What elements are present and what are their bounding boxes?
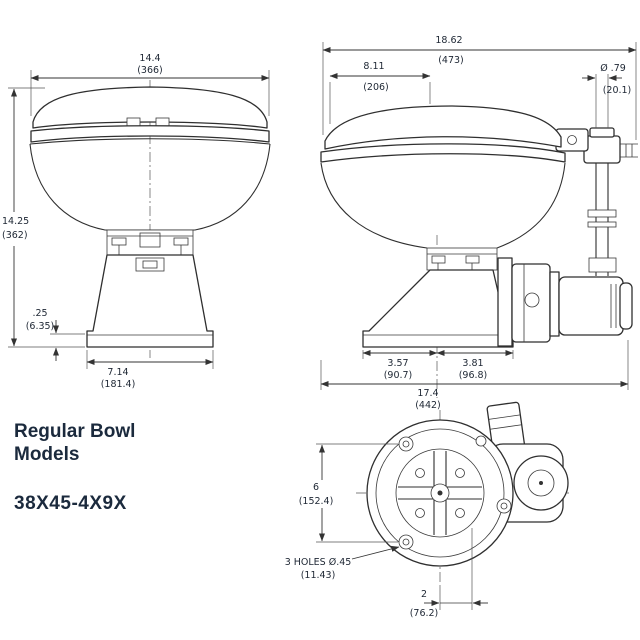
hose-clamp bbox=[587, 221, 617, 228]
mount-hole bbox=[496, 498, 512, 514]
pump-end-center bbox=[539, 481, 543, 485]
center-point bbox=[437, 490, 443, 496]
dim-bottom-holes-mm: (11.43) bbox=[301, 570, 336, 581]
product-heading: Regular Bowl Models bbox=[14, 420, 135, 466]
bowl-front bbox=[320, 162, 428, 249]
lid-outline bbox=[32, 86, 268, 129]
dim-side-footprint-mm: (442) bbox=[415, 400, 441, 411]
hose-clamp bbox=[587, 209, 617, 218]
dim-bottom-offset-in: 2 bbox=[421, 589, 427, 600]
dim-front-height-in: 14.25 bbox=[2, 216, 29, 227]
lid-outline bbox=[324, 105, 562, 150]
dim-side-seat-in: 8.11 bbox=[363, 61, 384, 72]
dim-front-base-mm: (181.4) bbox=[101, 379, 136, 390]
port-rib bbox=[489, 424, 522, 430]
dim-side-tube-mm: (20.1) bbox=[603, 85, 632, 96]
dim-front-width-in: 14.4 bbox=[139, 53, 160, 64]
motor-endcap bbox=[619, 282, 633, 330]
dim-bottom-holes-label: 3 HOLES Ø.45 bbox=[285, 557, 352, 568]
screw bbox=[455, 468, 465, 478]
dim-front-height-mm: (362) bbox=[2, 230, 28, 241]
inlet-fitting bbox=[583, 135, 621, 164]
inlet-cap bbox=[589, 127, 615, 138]
flange-mid bbox=[375, 428, 505, 558]
seat-outline bbox=[30, 125, 270, 143]
mount-bracket bbox=[106, 229, 194, 256]
dim-front-lip-in: .25 bbox=[32, 308, 47, 319]
mount-hole-inner bbox=[402, 440, 410, 448]
dim-front-lip-mm: (6.35) bbox=[26, 321, 55, 332]
dim-bottom-span-in: 6 bbox=[313, 482, 319, 493]
leader-line bbox=[351, 545, 400, 560]
side-view bbox=[320, 105, 638, 398]
mount-hole bbox=[398, 436, 414, 452]
screw bbox=[415, 468, 425, 478]
pump-flange bbox=[497, 257, 513, 347]
mount-hole-inner bbox=[402, 538, 410, 546]
screw bbox=[455, 508, 465, 518]
dim-bottom-offset-mm: (76.2) bbox=[410, 608, 439, 619]
joint-screw bbox=[475, 435, 487, 447]
front-view-dimensions: 14.4 (366) 14.25 (362) .25 (6.35) 7.14 (… bbox=[2, 53, 270, 390]
dim-side-basefront-mm: (90.7) bbox=[384, 370, 413, 381]
side-view-dimensions: 18.62 (473) 8.11 (206) Ø .79 (20.1) 3.57… bbox=[320, 35, 637, 411]
bolt-left bbox=[431, 255, 446, 264]
dim-side-overall-mm: (473) bbox=[438, 55, 464, 66]
base-slot-outer bbox=[135, 257, 165, 272]
dim-side-footprint-in: 17.4 bbox=[417, 388, 438, 399]
flange-inner bbox=[395, 448, 485, 538]
front-view bbox=[29, 80, 271, 358]
bottom-view-dimensions: 6 (152.4) 3 HOLES Ø.45 (11.43) 2 (76.2) bbox=[285, 443, 488, 619]
bracket-slot bbox=[139, 232, 161, 248]
base-outline bbox=[86, 254, 214, 348]
bowl-rim bbox=[29, 138, 271, 145]
seat-outline bbox=[320, 143, 566, 163]
base-slot-inner bbox=[142, 260, 158, 269]
heading-line1: Regular Bowl bbox=[14, 421, 136, 442]
dim-side-overall-in: 18.62 bbox=[435, 35, 462, 46]
title-block: Regular Bowl Models 38X45-4X9X bbox=[14, 420, 135, 515]
bowl-rear bbox=[496, 162, 566, 249]
model-number: 38X45-4X9X bbox=[14, 493, 127, 514]
dim-bottom-span-mm: (152.4) bbox=[299, 496, 334, 507]
heading-line2: Models bbox=[14, 444, 80, 465]
bolt-right bbox=[465, 255, 480, 264]
dim-side-tube-in: Ø .79 bbox=[600, 63, 626, 74]
screw bbox=[415, 508, 425, 518]
dim-side-baserear-mm: (96.8) bbox=[459, 370, 488, 381]
base-outline bbox=[362, 269, 514, 348]
dim-front-width-mm: (366) bbox=[137, 65, 163, 76]
mount-bracket bbox=[426, 247, 498, 271]
mount-hole bbox=[398, 534, 414, 550]
dim-side-basefront-in: 3.57 bbox=[387, 358, 408, 369]
pump-port bbox=[524, 292, 540, 308]
mount-hole-inner bbox=[500, 502, 508, 510]
motor-body bbox=[558, 276, 624, 336]
bottom-view bbox=[356, 401, 572, 585]
dim-front-base-in: 7.14 bbox=[107, 367, 128, 378]
dim-side-seat-mm: (206) bbox=[363, 82, 389, 93]
port-rib bbox=[488, 414, 521, 420]
clamp-ring bbox=[549, 271, 560, 337]
tube-flange bbox=[588, 257, 617, 273]
dim-side-baserear-in: 3.81 bbox=[462, 358, 483, 369]
hinge-pivot bbox=[567, 135, 577, 145]
